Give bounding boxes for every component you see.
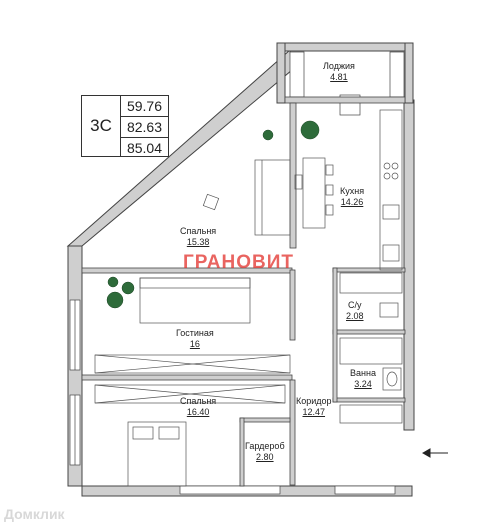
room-name: Спальня	[180, 396, 217, 406]
inner-walls	[81, 96, 406, 487]
room-name: С/у	[348, 300, 362, 310]
room-name: Гардероб	[245, 441, 285, 451]
area-value-full: 85.04	[126, 140, 163, 156]
entrance-arrow-icon	[421, 448, 448, 458]
plant-icons	[106, 120, 320, 309]
room-name: Кухня	[340, 186, 365, 196]
room-area: 2.80	[256, 452, 274, 462]
room-area: 14.26	[340, 197, 364, 207]
room-area: 15.38	[186, 237, 210, 247]
room-area: 16	[189, 339, 200, 349]
dining-table	[294, 157, 334, 229]
room-name: Лоджия	[323, 61, 355, 71]
area-value-living: 59.76	[121, 96, 168, 117]
bathroom-fixtures	[339, 272, 403, 424]
room-name: Ванна	[350, 368, 376, 378]
room-area: 2.08	[346, 311, 364, 321]
room-area: 12.47	[302, 407, 326, 417]
brand-logo: ГРАНОВИТ	[183, 252, 294, 273]
windows	[69, 51, 405, 495]
apartment-type: 3С	[82, 96, 121, 156]
room-name: Гостиная	[176, 328, 214, 338]
room-name: Коридор	[296, 396, 332, 406]
room-area: 16.40	[186, 407, 210, 417]
kitchen-counter	[379, 109, 403, 271]
apartment-info-box: 3С 59.76 82.63 85.04	[81, 95, 169, 157]
living-furniture	[94, 277, 291, 374]
bedroom1-furniture	[202, 159, 291, 236]
bedroom2-furniture	[94, 384, 286, 487]
room-area: 4.81	[330, 72, 348, 82]
room-area: 3.24	[354, 379, 372, 389]
area-value-total: 82.63	[121, 117, 168, 138]
room-name: Спальня	[180, 226, 217, 236]
watermark: Домклик	[4, 506, 65, 522]
